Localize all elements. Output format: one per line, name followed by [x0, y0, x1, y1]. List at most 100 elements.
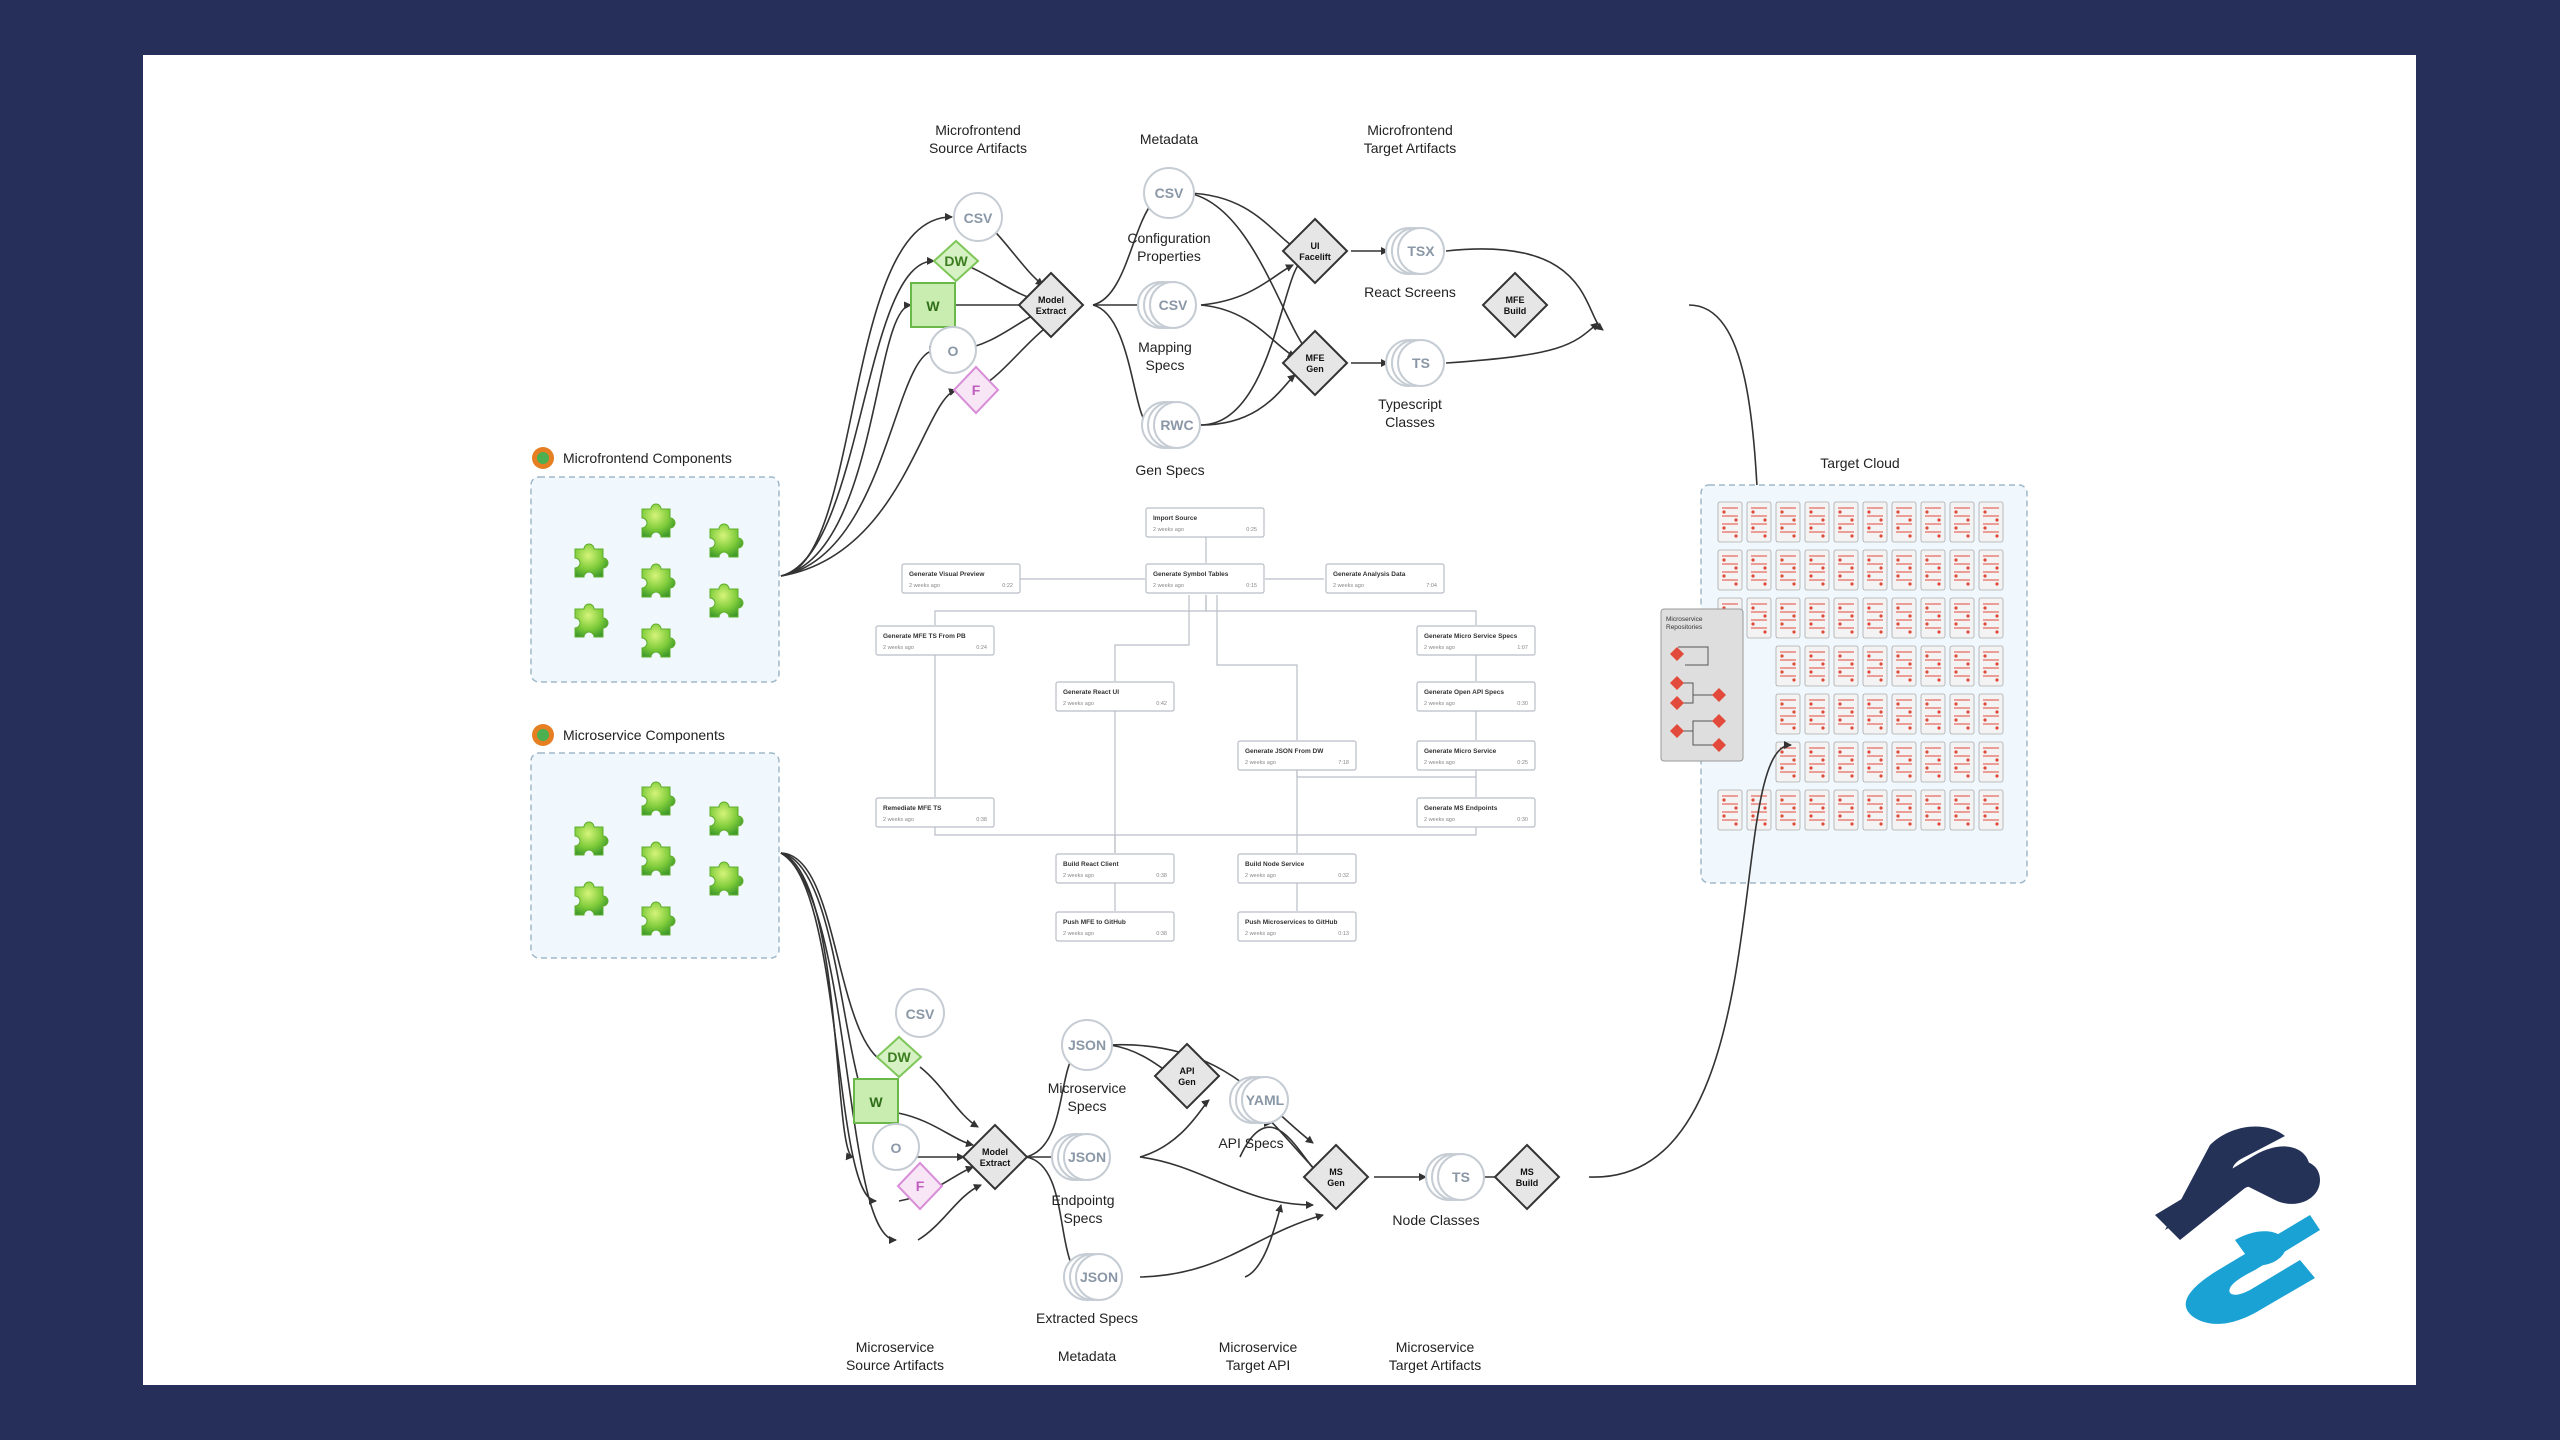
repository-icon — [1949, 693, 1975, 735]
step-sub: 2 weeks ago — [1063, 873, 1094, 879]
mfe-typescript-ts: TS Typescript Classes — [1378, 339, 1445, 430]
header-text: Target API — [1226, 1357, 1291, 1373]
puzzle-icon — [709, 861, 744, 896]
workflow-step-import-source[interactable]: Import Source 2 weeks ago 0:25 — [1145, 507, 1265, 538]
step-time: 0:22 — [1002, 583, 1013, 589]
workflow-step-push-mfe[interactable]: Push MFE to GitHub 2 weeks ago 0:38 — [1055, 911, 1175, 942]
repository-icon — [1862, 501, 1888, 543]
ms-source-csv: CSV — [895, 988, 945, 1038]
node-label: Classes — [1385, 414, 1435, 430]
node-label: Specs — [1064, 1210, 1103, 1226]
step-time: 0:32 — [1338, 873, 1349, 879]
header-mfe-source: Microfrontend Source Artifacts — [929, 122, 1027, 156]
diamond-label: MS — [1520, 1167, 1534, 1177]
step-sub: 2 weeks ago — [1333, 583, 1364, 589]
repository-icon — [1746, 597, 1772, 639]
step-title: Generate Open API Specs — [1424, 689, 1504, 696]
w-icon: W — [926, 298, 940, 314]
node-label: Node Classes — [1392, 1212, 1479, 1228]
header-ms-target: Microservice Target Artifacts — [1389, 1339, 1482, 1373]
ms-specs-json: JSON Microservice Specs — [1048, 1019, 1126, 1114]
step-title: Push Microservices to GitHub — [1245, 919, 1337, 926]
repository-icon — [1920, 597, 1946, 639]
step-title: Push MFE to GitHub — [1063, 919, 1126, 926]
puzzle-icon — [641, 503, 676, 538]
repository-icon — [1775, 741, 1801, 783]
csv-icon: CSV — [1159, 297, 1188, 313]
ms-source-w: W — [853, 1078, 899, 1124]
node-label: React Screens — [1364, 284, 1456, 300]
step-time: 0:13 — [1338, 931, 1349, 937]
step-sub: 2 weeks ago — [1153, 527, 1184, 533]
git-icon — [1712, 738, 1726, 752]
diamond-label: Facelift — [1299, 252, 1331, 262]
workflow-step-mfe-ts-from-pb[interactable]: Generate MFE TS From PB 2 weeks ago 0:24 — [875, 625, 995, 656]
repository-icon — [1804, 645, 1830, 687]
repository-icon — [1920, 693, 1946, 735]
step-sub: 2 weeks ago — [1245, 760, 1276, 766]
diamond-label: Build — [1516, 1178, 1539, 1188]
ms-extracted-json: JSON Extracted Specs — [1036, 1253, 1138, 1326]
step-time: 0:38 — [1156, 873, 1167, 879]
repository-icon — [1804, 501, 1830, 543]
workflow-step-open-api-specs[interactable]: Generate Open API Specs 2 weeks ago 0:30 — [1416, 681, 1536, 712]
repository-icon — [1833, 597, 1859, 639]
repository-icon — [1862, 597, 1888, 639]
header-text: Metadata — [1058, 1348, 1117, 1364]
repository-icon — [1891, 741, 1917, 783]
step-sub: 2 weeks ago — [1424, 817, 1455, 823]
ms-source-o: O — [872, 1123, 920, 1171]
header-text: Microservice — [1219, 1339, 1298, 1355]
workflow-step-micro-service-specs[interactable]: Generate Micro Service Specs 2 weeks ago… — [1416, 625, 1536, 656]
workflow-step-build-react-client[interactable]: Build React Client 2 weeks ago 0:38 — [1055, 853, 1175, 884]
repository-icon — [1804, 549, 1830, 591]
header-text: Microservice — [856, 1339, 935, 1355]
diamond-label: UI — [1311, 241, 1320, 251]
csv-icon: CSV — [1155, 185, 1184, 201]
step-time: 0:24 — [976, 645, 987, 651]
step-time: 0:30 — [1517, 701, 1528, 707]
target-cloud: Target Cloud Microservice Repositories — [1660, 455, 2028, 884]
step-time: 0:25 — [1517, 760, 1528, 766]
ms-components-group: Microservice Components — [530, 724, 780, 959]
step-time: 0:42 — [1156, 701, 1167, 707]
mfe-source-dw: DW — [932, 239, 980, 283]
repository-icon — [1949, 501, 1975, 543]
diamond-label: MS — [1329, 1167, 1343, 1177]
workflow-step-react-ui[interactable]: Generate React UI 2 weeks ago 0:42 — [1055, 681, 1175, 712]
workflow-step-json-from-dw[interactable]: Generate JSON From DW 2 weeks ago 7:18 — [1237, 740, 1357, 771]
step-sub: 2 weeks ago — [1424, 760, 1455, 766]
workflow-step-symbol-tables[interactable]: Generate Symbol Tables 2 weeks ago 0:15 — [1145, 563, 1265, 594]
node-label: Extracted Specs — [1036, 1310, 1138, 1326]
repository-icon — [1833, 501, 1859, 543]
dw-icon: DW — [887, 1049, 911, 1065]
repository-icon — [1775, 693, 1801, 735]
repository-icon — [1891, 501, 1917, 543]
workflow-step-ms-endpoints[interactable]: Generate MS Endpoints 2 weeks ago 0:30 — [1416, 797, 1536, 828]
mfe-components-group: Microfrontend Components — [530, 447, 780, 683]
repository-icon — [1978, 549, 2004, 591]
repository-icon — [1949, 645, 1975, 687]
repository-icon — [1717, 501, 1743, 543]
repository-icon — [1775, 789, 1801, 831]
step-time: 1:07 — [1517, 645, 1528, 651]
workflow-edges — [934, 537, 1477, 911]
step-time: 0:38 — [976, 817, 987, 823]
step-title: Generate Symbol Tables — [1153, 571, 1229, 578]
workflow-step-push-microservices[interactable]: Push Microservices to GitHub 2 weeks ago… — [1237, 911, 1357, 942]
step-title: Generate Micro Service — [1424, 748, 1497, 755]
workflow-step-micro-service[interactable]: Generate Micro Service 2 weeks ago 0:25 — [1416, 740, 1536, 771]
workflow-step-analysis-data[interactable]: Generate Analysis Data 2 weeks ago 7:04 — [1325, 563, 1445, 594]
git-icon — [1670, 724, 1684, 738]
ms-gen: MS Gen — [1302, 1143, 1370, 1211]
workflow-step-visual-preview[interactable]: Generate Visual Preview 2 weeks ago 0:22 — [901, 563, 1021, 594]
repository-icon — [1746, 501, 1772, 543]
workflow-steps: Import Source 2 weeks ago 0:25 Generate … — [875, 507, 1536, 942]
mfe-source-o: O — [929, 326, 977, 374]
step-time: 0:38 — [1156, 931, 1167, 937]
workflow-step-remediate-mfe-ts[interactable]: Remediate MFE TS 2 weeks ago 0:38 — [875, 797, 995, 828]
repository-icon — [1717, 549, 1743, 591]
repository-icon — [1978, 501, 2004, 543]
workflow-step-build-node-service[interactable]: Build Node Service 2 weeks ago 0:32 — [1237, 853, 1357, 884]
cloud-title: Target Cloud — [1820, 455, 1899, 471]
